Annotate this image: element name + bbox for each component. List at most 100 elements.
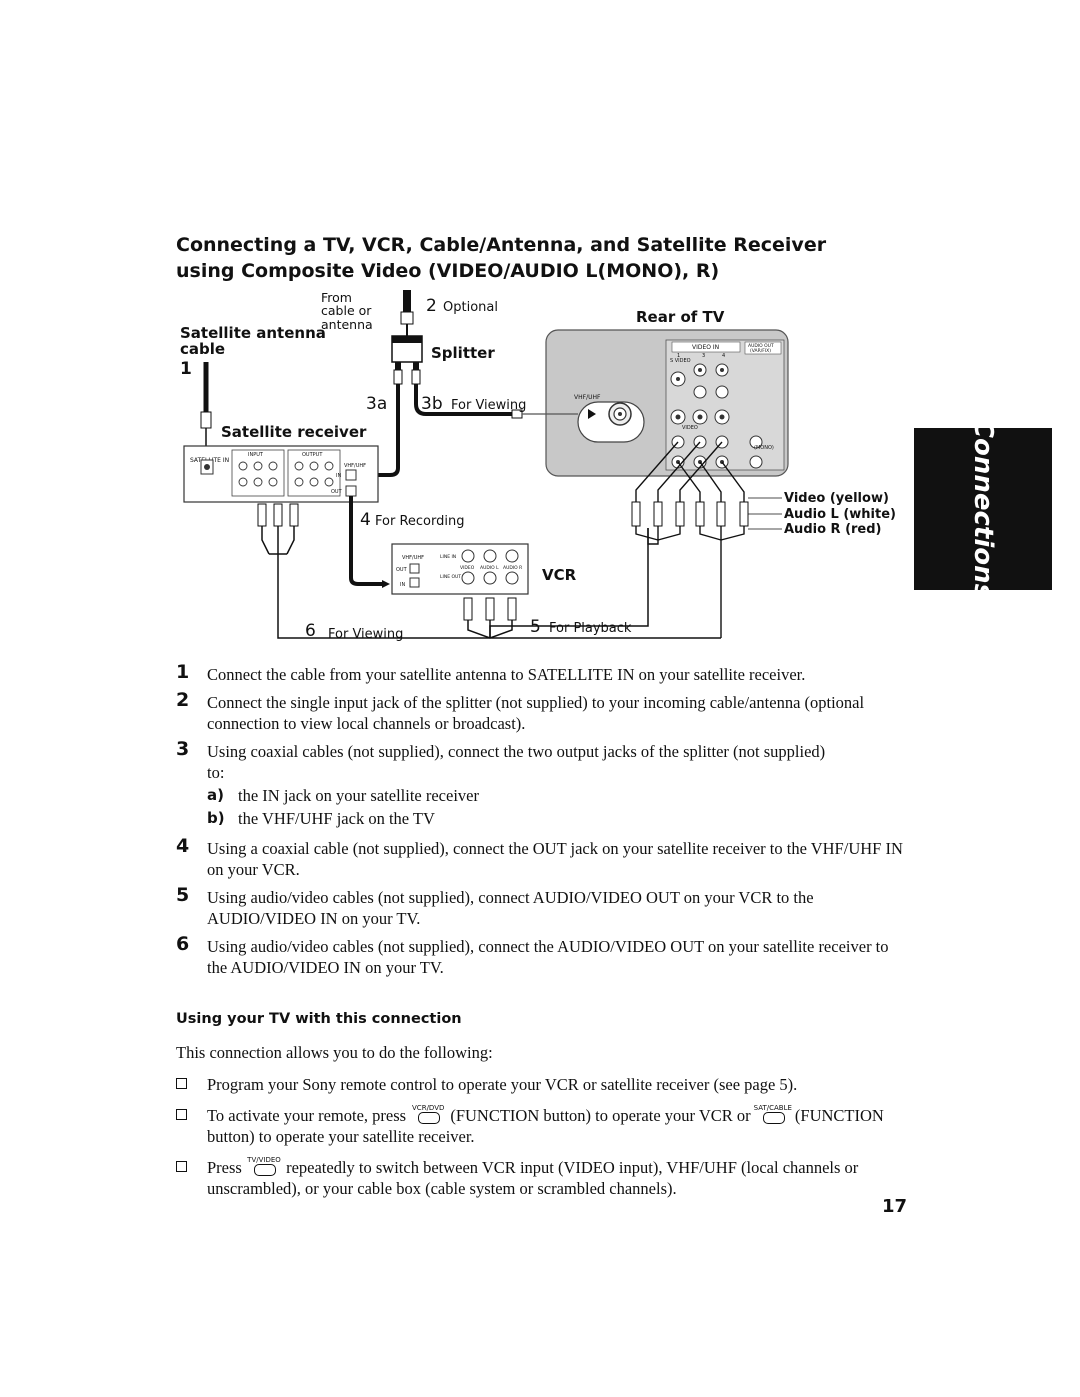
for-viewing-6-number: 6 — [305, 621, 316, 641]
cable-3a — [353, 384, 400, 477]
step-6: 6 Using audio/video cables (not supplied… — [176, 933, 906, 978]
substep-letter: b) — [207, 809, 225, 827]
section-tab-label: Connections — [968, 418, 998, 600]
from-cable-label-1: From — [321, 290, 352, 305]
step-1: 1 Connect the cable from your satellite … — [176, 662, 906, 685]
step-text: Using a coaxial cable (not supplied), co… — [207, 839, 903, 879]
vcr-audio-r-label: AUDIO R — [503, 565, 522, 571]
bullet-item: Program your Sony remote control to oper… — [176, 1074, 906, 1095]
connection-diagram: Rear of TV VHF/UHF VIDEO IN AUDIO OUT (V… — [180, 290, 896, 642]
rear-of-tv-label: Rear of TV — [636, 308, 725, 326]
step-number: 6 — [176, 933, 190, 955]
substep-text: the IN jack on your satellite receiver — [238, 786, 479, 805]
from-cable-label-3: antenna — [321, 317, 373, 332]
for-recording-number: 4 — [360, 510, 371, 530]
vcr-in-label: IN — [400, 582, 405, 588]
label-3b-for-viewing: For Viewing — [451, 398, 526, 413]
bullet-text-mid: (FUNCTION button) to operate your VCR or — [450, 1106, 751, 1125]
receiver-vhf-uhf-label: VHF/UHF — [344, 463, 366, 469]
tv-jack-4-label: 4 — [722, 353, 725, 359]
step-text: Using coaxial cables (not supplied), con… — [207, 742, 826, 782]
bullet-text-post: repeatedly to switch between VCR input (… — [207, 1158, 859, 1198]
page-number: 17 — [882, 1196, 908, 1217]
step-number: 5 — [176, 884, 190, 906]
vcr-dvd-button-icon: VCR/DVD — [412, 1104, 444, 1125]
video-yellow-label: Video (yellow) — [784, 491, 889, 506]
substep-b: b) the VHF/UHF jack on the TV — [207, 808, 906, 829]
tv-av-cables — [631, 441, 782, 638]
vcr-video-label: VIDEO — [460, 565, 475, 571]
section-tab: Connections — [914, 419, 1052, 599]
satellite-antenna-label-1: Satellite antenna — [180, 324, 326, 342]
usage-bullets: Program your Sony remote control to oper… — [176, 1074, 906, 1203]
label-3b: 3b — [421, 394, 443, 414]
tv-video-label: VIDEO — [682, 425, 698, 431]
heading-line-2: using Composite Video (VIDEO/AUDIO L(MON… — [176, 260, 720, 282]
satellite-receiver: SATELLITE IN INPUT OUTPUT VHF/UHF IN OUT — [183, 445, 379, 503]
instruction-steps: 1 Connect the cable from your satellite … — [176, 662, 906, 985]
checkbox-bullet-icon — [176, 1109, 187, 1120]
cable-6-plugs — [257, 503, 721, 639]
cable-4 — [349, 496, 382, 586]
bullet-text: Program your Sony remote control to oper… — [207, 1075, 798, 1094]
receiver-output-label: OUTPUT — [302, 452, 323, 458]
step-text: Connect the single input jack of the spl… — [207, 693, 865, 733]
tv-video-in-label: VIDEO IN — [692, 344, 719, 351]
step-text: Using audio/video cables (not supplied),… — [207, 888, 814, 928]
tv-video-button-caption: TV/VIDEO — [247, 1156, 281, 1165]
step-3: 3 Using coaxial cables (not supplied), c… — [176, 738, 906, 783]
step-number: 4 — [176, 835, 190, 857]
vcr-vhf-uhf-label: VHF/UHF — [402, 555, 424, 561]
satellite-receiver-label: Satellite receiver — [221, 423, 367, 441]
tv-mono-label: (MONO) — [754, 445, 774, 451]
receiver-input-label: INPUT — [248, 452, 264, 458]
tv-jack-1-label: 1 — [677, 353, 680, 359]
audio-r-red-label: Audio R (red) — [784, 522, 882, 537]
for-viewing-6-label: For Viewing — [328, 627, 403, 642]
bullet-item: Press TV/VIDEO repeatedly to switch betw… — [176, 1156, 906, 1199]
step-number: 3 — [176, 738, 190, 760]
step-number: 2 — [176, 689, 190, 711]
substep-a: a) the IN jack on your satellite receive… — [207, 785, 906, 806]
bullet-text-pre: Press — [207, 1158, 242, 1177]
step-1-label: 1 — [180, 359, 192, 379]
step-5: 5 Using audio/video cables (not supplied… — [176, 884, 906, 929]
sat-cable-button-icon: SAT/CABLE — [754, 1104, 792, 1125]
step-4: 4 Using a coaxial cable (not supplied), … — [176, 835, 906, 880]
tv-vhf-uhf-label: VHF/UHF — [574, 394, 601, 401]
step-2: 2 Connect the single input jack of the s… — [176, 689, 906, 734]
tv-s-video-label: S VIDEO — [670, 358, 691, 364]
page-heading: Connecting a TV, VCR, Cable/Antenna, and… — [176, 232, 876, 284]
bullet-text-pre: To activate your remote, press — [207, 1106, 407, 1125]
receiver-out-label: OUT — [331, 489, 343, 495]
splitter-label: Splitter — [431, 344, 495, 362]
checkbox-bullet-icon — [176, 1078, 187, 1089]
cable-3b — [414, 384, 520, 416]
tv-var-fix-label: (VAR/FIX) — [750, 348, 771, 354]
vcr-out-label: OUT — [396, 567, 408, 573]
section-intro: This connection allows you to do the fol… — [176, 1043, 493, 1062]
for-recording-label: For Recording — [375, 514, 464, 529]
step-text: Using audio/video cables (not supplied),… — [207, 937, 889, 977]
vcr-dvd-button-caption: VCR/DVD — [412, 1104, 445, 1113]
satellite-antenna-label-2: cable — [180, 340, 225, 358]
tv-jack-3-label: 3 — [702, 353, 705, 359]
bullet-text-post: (FUNCTION button) to operate your satell… — [207, 1106, 884, 1146]
vcr-device: VHF/UHF OUT IN LINE IN LINE OUT VIDEO AU… — [391, 543, 577, 595]
tv-rear-panel: Rear of TV VHF/UHF VIDEO IN AUDIO OUT (V… — [545, 308, 789, 477]
substep-text: the VHF/UHF jack on the TV — [238, 809, 435, 828]
bullet-item: To activate your remote, press VCR/DVD (… — [176, 1104, 906, 1147]
vcr-audio-l-label: AUDIO L — [480, 565, 499, 571]
checkbox-bullet-icon — [176, 1161, 187, 1172]
receiver-in-label: IN — [336, 473, 341, 479]
tv-audio-out-label: AUDIO OUT — [748, 343, 774, 349]
step-text: Connect the cable from your satellite an… — [207, 665, 806, 684]
heading-line-1: Connecting a TV, VCR, Cable/Antenna, and… — [176, 234, 827, 256]
splitter-assembly: From cable or antenna 2 Optional Splitte… — [321, 290, 498, 385]
vcr-line-in-label: LINE IN — [440, 554, 456, 560]
for-playback-number: 5 — [530, 617, 541, 637]
vcr-line-out-label: LINE OUT — [440, 574, 461, 580]
optional-number: 2 — [426, 296, 437, 316]
optional-label: Optional — [443, 300, 498, 315]
substep-letter: a) — [207, 786, 224, 804]
